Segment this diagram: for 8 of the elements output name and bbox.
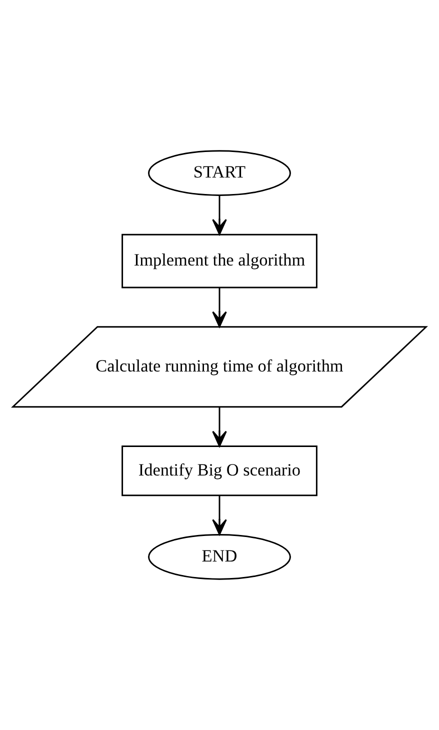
- arrow: [212, 496, 227, 536]
- arrow: [212, 407, 227, 447]
- node-ellipse: END: [148, 534, 291, 580]
- arrow: [212, 195, 227, 236]
- node-box: Identify Big O scenario: [122, 445, 318, 496]
- node-box: Implement the algorithm: [122, 234, 318, 288]
- arrow: [212, 288, 227, 328]
- node-ellipse: START: [148, 150, 291, 196]
